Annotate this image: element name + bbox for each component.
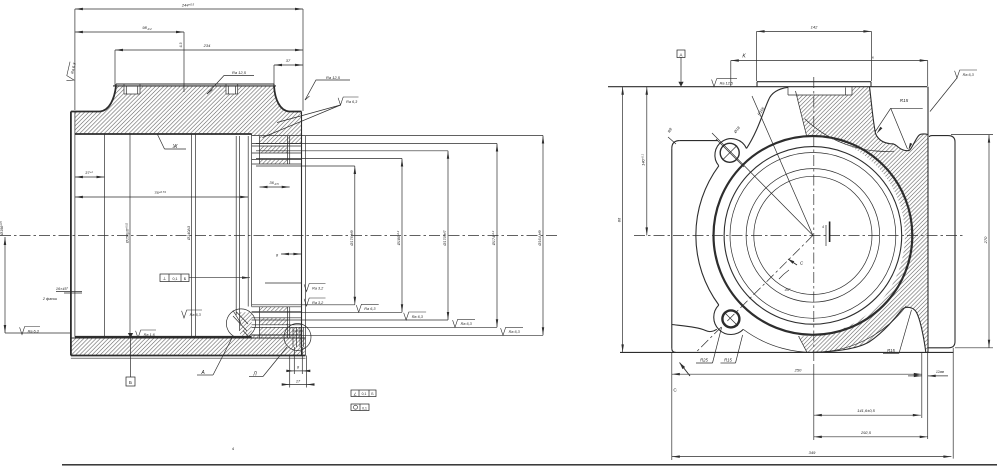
svg-text:R15: R15: [887, 348, 895, 353]
svg-text:K: K: [742, 54, 746, 60]
svg-text:Ra 12,5: Ra 12,5: [326, 75, 341, 80]
svg-text:12мм: 12мм: [936, 370, 945, 374]
svg-text:Б: Б: [184, 277, 187, 281]
svg-text:C: C: [800, 261, 804, 266]
svg-text:4: 4: [232, 446, 235, 451]
svg-text:Л: Л: [252, 372, 257, 378]
svg-text:36-0.5: 36-0.5: [269, 180, 279, 186]
svg-text:Б: Б: [371, 392, 374, 396]
svg-text:Ø18: Ø18: [733, 125, 742, 135]
svg-text:16×45°: 16×45°: [56, 287, 69, 291]
svg-text:R165: R165: [757, 106, 766, 116]
svg-text:292,5: 292,5: [860, 430, 872, 435]
svg-text:0,1: 0,1: [362, 392, 367, 396]
svg-text:8: 8: [297, 366, 300, 370]
svg-text:Ø140А3: Ø140А3: [187, 225, 191, 241]
svg-text:6.3: 6.3: [179, 43, 183, 48]
svg-text:0,1: 0,1: [173, 277, 178, 281]
svg-text:98-0.2: 98-0.2: [142, 25, 152, 31]
svg-text:250: 250: [794, 368, 802, 373]
svg-text:234: 234: [203, 43, 211, 48]
svg-text:4: 4: [822, 225, 824, 229]
svg-text:Ra 6,3: Ra 6,3: [70, 62, 77, 75]
svg-text:17: 17: [296, 379, 301, 383]
svg-text:2 фаски: 2 фаски: [42, 297, 58, 301]
svg-text:86: 86: [616, 217, 621, 222]
svg-text:45°: 45°: [785, 288, 791, 292]
svg-text:Ж: Ж: [172, 144, 179, 150]
svg-text:Ø180+0.2: Ø180+0.2: [396, 230, 401, 246]
svg-text:Ra 1,6: Ra 1,6: [144, 333, 156, 337]
svg-text:Ra 6,3: Ra 6,3: [346, 100, 358, 104]
svg-text:141,6±0,5: 141,6±0,5: [857, 408, 876, 413]
svg-text:8: 8: [276, 254, 279, 258]
svg-text:Ra 6,3: Ra 6,3: [412, 315, 424, 319]
svg-text:Ø170 H7: Ø170 H7: [443, 230, 447, 247]
svg-text:A: A: [680, 52, 683, 57]
svg-text:Ra 3,2: Ra 3,2: [312, 301, 324, 305]
svg-text:⊥: ⊥: [163, 276, 167, 281]
svg-text:R25: R25: [700, 358, 708, 363]
svg-text:A: A: [200, 370, 205, 376]
svg-text:140+0.1: 140+0.1: [641, 154, 646, 166]
svg-text:Ra 6,3: Ra 6,3: [28, 329, 40, 333]
svg-text:37: 37: [286, 58, 291, 63]
svg-text:Ra 6,3: Ra 6,3: [461, 322, 473, 326]
svg-text:Ra 12,5: Ra 12,5: [720, 82, 734, 86]
svg-text:Ra 6,3: Ra 6,3: [509, 330, 521, 334]
svg-text:Ra 12,5: Ra 12,5: [232, 70, 247, 75]
svg-text:∠: ∠: [353, 391, 357, 396]
svg-text:Ra 6,3: Ra 6,3: [190, 313, 202, 317]
svg-text:Ø174+0.2: Ø174+0.2: [491, 230, 496, 246]
svg-text:Ra 6,3: Ra 6,3: [963, 73, 975, 77]
svg-text:Б: Б: [129, 380, 132, 385]
svg-text:349: 349: [809, 450, 816, 455]
svg-text:Ø176 H9: Ø176 H9: [350, 230, 354, 247]
svg-text:к: к: [872, 56, 874, 60]
svg-text:Ø150js6+0.02: Ø150js6+0.02: [125, 222, 129, 244]
svg-text:0,1: 0,1: [362, 406, 367, 410]
svg-text:Ra 6,3: Ra 6,3: [364, 307, 376, 311]
svg-text:270: 270: [983, 236, 988, 244]
svg-text:Ø198-0.5: Ø198-0.5: [0, 221, 4, 236]
svg-text:C: C: [673, 388, 677, 393]
svg-text:76+0.74: 76+0.74: [154, 190, 166, 195]
svg-text:Ra 3,2: Ra 3,2: [312, 286, 324, 290]
svg-text:Ø164 H9: Ø164 H9: [538, 230, 542, 247]
svg-text:142: 142: [811, 25, 818, 30]
svg-text:R15: R15: [724, 358, 732, 363]
svg-text:244+0.5: 244+0.5: [181, 3, 195, 8]
svg-text:R15: R15: [900, 98, 909, 103]
svg-text:R8: R8: [667, 127, 673, 134]
svg-text:37+1: 37+1: [85, 170, 93, 175]
